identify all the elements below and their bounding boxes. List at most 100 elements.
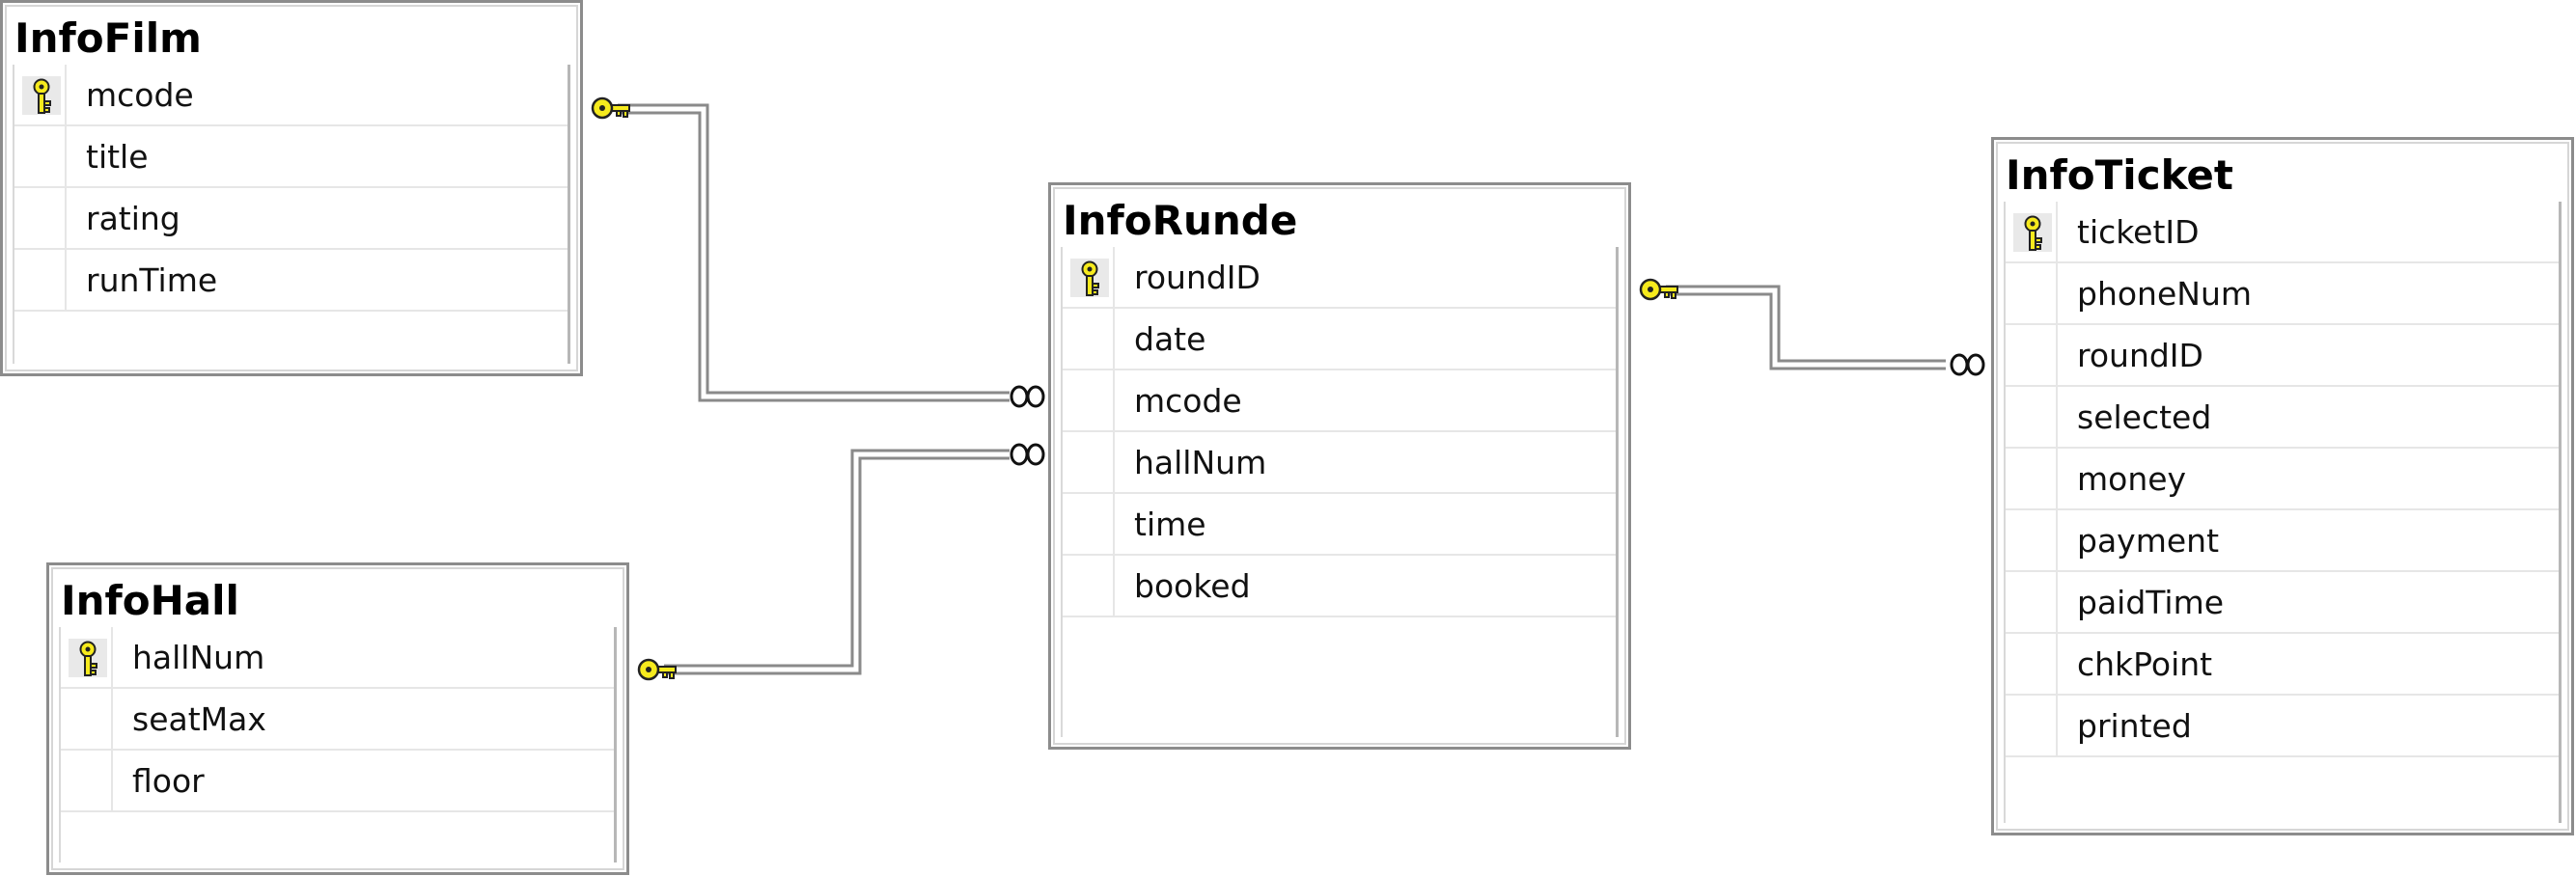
column-name: seatMax — [132, 700, 266, 738]
column-row[interactable]: date — [1063, 309, 1616, 370]
relationship-line-inner — [1666, 287, 1946, 368]
row-selector — [1063, 556, 1115, 616]
column-row[interactable]: paidTime — [2006, 572, 2559, 634]
key-icon — [1639, 278, 1678, 301]
infinity-icon — [1010, 385, 1045, 408]
row-selector — [61, 627, 113, 687]
column-row[interactable]: phoneNum — [2006, 263, 2559, 325]
column-name: ticketID — [2077, 213, 2200, 251]
column-list: mcode title rating runTime — [13, 65, 570, 364]
table-title: InfoFilm — [14, 14, 202, 62]
row-selector — [1063, 494, 1115, 554]
relationship-line-inner — [618, 106, 1010, 399]
row-selector — [2006, 263, 2058, 323]
row-selector — [61, 689, 113, 749]
column-row[interactable]: hallNum — [1063, 432, 1616, 494]
row-selector — [2006, 202, 2058, 261]
column-row[interactable]: runTime — [14, 250, 568, 312]
column-row[interactable]: roundID — [1063, 247, 1616, 309]
row-selector — [14, 126, 67, 186]
row-selector — [2006, 634, 2058, 694]
column-row[interactable]: seatMax — [61, 689, 614, 751]
relationship-infohall-inforunde[interactable] — [664, 449, 1010, 675]
row-selector — [1063, 370, 1115, 430]
column-row[interactable]: ticketID — [2006, 202, 2559, 263]
relationship-line-outer — [618, 103, 1010, 402]
column-name: paidTime — [2077, 584, 2225, 621]
row-selector — [2006, 449, 2058, 508]
table-title: InfoTicket — [2006, 151, 2233, 199]
column-row[interactable]: roundID — [2006, 325, 2559, 387]
column-name: time — [1134, 506, 1206, 543]
column-name: date — [1134, 320, 1206, 358]
row-selector — [1063, 247, 1115, 307]
column-list: ticketID phoneNum roundID selected money… — [2004, 202, 2562, 823]
column-name: payment — [2077, 522, 2220, 560]
row-selector — [1063, 432, 1115, 492]
column-row[interactable]: booked — [1063, 556, 1616, 617]
column-name: booked — [1134, 567, 1251, 605]
row-selector — [2006, 387, 2058, 447]
column-name: hallNum — [1134, 444, 1267, 481]
infinity-icon — [1950, 353, 1985, 376]
key-icon — [1081, 260, 1099, 296]
column-name: roundID — [2077, 337, 2203, 374]
primary-key-icon — [1070, 259, 1109, 297]
column-row[interactable]: selected — [2006, 387, 2559, 449]
primary-key-icon — [2013, 213, 2052, 252]
column-row[interactable]: hallNum — [61, 627, 614, 689]
column-name: roundID — [1134, 259, 1260, 296]
column-name: hallNum — [132, 639, 265, 676]
column-row[interactable]: chkPoint — [2006, 634, 2559, 696]
column-name: runTime — [86, 261, 218, 299]
column-name: phoneNum — [2077, 275, 2253, 313]
relationship-infofilm-inforunde[interactable] — [618, 103, 1010, 402]
row-selector — [2006, 572, 2058, 632]
key-icon — [2024, 215, 2042, 251]
column-row[interactable]: printed — [2006, 696, 2559, 757]
column-name: mcode — [86, 76, 194, 114]
table-title: InfoRunde — [1063, 197, 1298, 244]
row-selector — [2006, 510, 2058, 570]
table-inforunde[interactable]: InfoRunde roundID date mcode hallNum tim… — [1048, 182, 1631, 750]
primary-key-icon — [69, 639, 107, 677]
column-row[interactable]: money — [2006, 449, 2559, 510]
column-row[interactable]: mcode — [1063, 370, 1616, 432]
table-title: InfoHall — [61, 577, 239, 624]
relationship-line-inner — [664, 452, 1010, 672]
column-row[interactable]: time — [1063, 494, 1616, 556]
row-selector — [2006, 325, 2058, 385]
column-row[interactable]: title — [14, 126, 568, 188]
column-name: floor — [132, 762, 205, 800]
table-infohall[interactable]: InfoHall hallNum seatMax floor — [46, 562, 629, 875]
column-name: printed — [2077, 707, 2192, 745]
row-selector — [1063, 309, 1115, 369]
infinity-icon — [1010, 443, 1045, 466]
column-row[interactable]: mcode — [14, 65, 568, 126]
column-list: roundID date mcode hallNum time booked — [1061, 247, 1619, 737]
relationship-line-outer — [664, 449, 1010, 675]
column-list: hallNum seatMax floor — [59, 627, 617, 862]
column-name: title — [86, 138, 149, 176]
column-name: selected — [2077, 398, 2212, 436]
column-row[interactable]: payment — [2006, 510, 2559, 572]
row-selector — [14, 250, 67, 310]
row-selector — [14, 188, 67, 248]
table-infofilm[interactable]: InfoFilm mcode title rating runTime — [0, 0, 583, 376]
column-name: mcode — [1134, 382, 1242, 420]
key-icon — [33, 78, 51, 114]
key-icon — [79, 641, 97, 676]
column-name: money — [2077, 460, 2187, 498]
column-row[interactable]: rating — [14, 188, 568, 250]
key-icon — [591, 96, 630, 120]
column-row[interactable]: floor — [61, 751, 614, 812]
table-infoticket[interactable]: InfoTicket ticketID phoneNum roundID sel… — [1991, 137, 2574, 835]
column-name: rating — [86, 200, 180, 237]
row-selector — [61, 751, 113, 810]
column-name: chkPoint — [2077, 645, 2213, 683]
relationship-inforunde-infoticket[interactable] — [1666, 285, 1946, 370]
row-selector — [14, 65, 67, 124]
relationship-line-outer — [1666, 285, 1946, 370]
primary-key-icon — [22, 76, 61, 115]
